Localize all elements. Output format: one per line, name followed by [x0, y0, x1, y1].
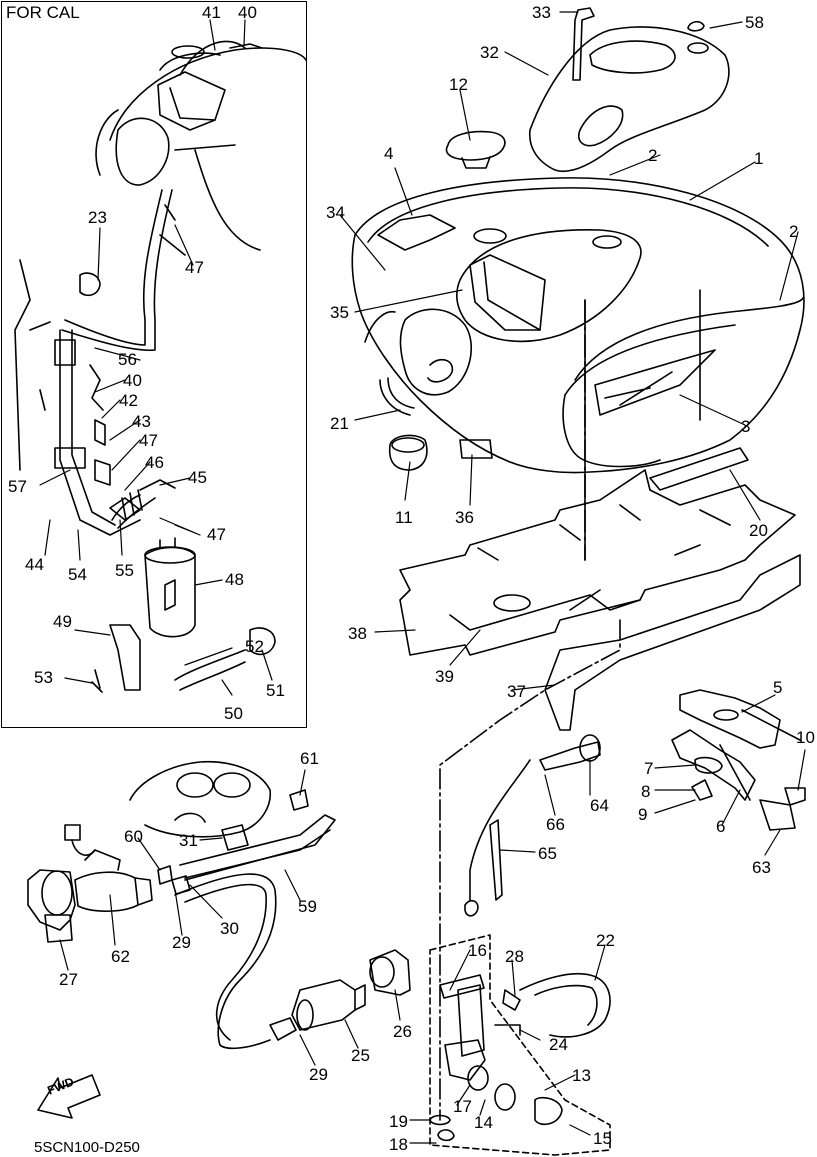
california-inset-frame [1, 1, 307, 728]
callout-47-lower: 47 [207, 525, 226, 544]
callout-21: 21 [330, 414, 349, 433]
callout-24: 24 [549, 1035, 568, 1054]
callout-61: 61 [300, 749, 319, 768]
grommet-and-breather [379, 377, 428, 471]
callout-12: 12 [449, 75, 468, 94]
callout-47-upper: 47 [185, 258, 204, 277]
diagram-code: 5SCN100-D250 [34, 1139, 140, 1156]
callout-30: 30 [220, 919, 239, 938]
callout-leader-lines [39, 11, 806, 1144]
callout-23: 23 [88, 208, 107, 227]
callout-52: 52 [245, 637, 264, 656]
callout-37: 37 [507, 682, 526, 701]
callout-33: 33 [532, 3, 551, 22]
callout-45: 45 [188, 468, 207, 487]
tank-cover-and-cap [445, 7, 730, 172]
callout-26: 26 [393, 1022, 412, 1041]
callout-57: 57 [8, 477, 27, 496]
fuel-cock-assembly [429, 619, 621, 1156]
callout-14: 14 [474, 1113, 493, 1132]
callout-11: 11 [395, 508, 413, 527]
callout-55: 55 [115, 561, 134, 580]
callout-29-lower: 29 [309, 1065, 328, 1084]
callout-3: 3 [741, 417, 751, 436]
rear-mount-bracket [671, 689, 806, 831]
callout-29-upper: 29 [172, 933, 191, 952]
callout-62: 62 [111, 947, 130, 966]
callout-15: 15 [593, 1129, 612, 1148]
callout-47-mid: 47 [139, 431, 158, 450]
callout-5: 5 [773, 678, 783, 697]
callout-7: 7 [644, 759, 654, 778]
callout-25: 25 [351, 1046, 370, 1065]
callout-17: 17 [453, 1097, 472, 1116]
fuel-pump-lines-illustration [27, 760, 411, 1050]
callout-28: 28 [505, 947, 524, 966]
callout-64: 64 [590, 796, 609, 815]
callout-18: 18 [389, 1135, 408, 1154]
callout-20: 20 [749, 521, 768, 540]
fuel-tank-illustration [351, 177, 805, 561]
callout-8: 8 [641, 782, 651, 801]
callout-22: 22 [596, 931, 615, 950]
callout-46: 46 [145, 453, 164, 472]
callout-4: 4 [384, 144, 394, 163]
callout-19: 19 [389, 1112, 408, 1131]
callout-2-lower: 2 [789, 222, 799, 241]
callout-34: 34 [326, 203, 345, 222]
callout-58: 58 [745, 13, 764, 32]
callout-32: 32 [480, 43, 499, 62]
callout-36: 36 [455, 508, 474, 527]
callout-50: 50 [224, 704, 243, 723]
lower-plates-illustration [399, 439, 801, 731]
callout-38: 38 [348, 624, 367, 643]
callout-31: 31 [179, 831, 198, 850]
callout-2-upper: 2 [648, 146, 658, 165]
inset-evap-system-illustration [14, 40, 307, 693]
callout-9: 9 [638, 805, 648, 824]
callout-63: 63 [752, 858, 771, 877]
callout-1: 1 [754, 149, 764, 168]
inset-title: FOR CAL [6, 3, 80, 22]
callout-60: 60 [124, 827, 143, 846]
callout-66: 66 [546, 815, 565, 834]
callout-48: 48 [225, 570, 244, 589]
callout-39: 39 [435, 667, 454, 686]
callout-53: 53 [34, 668, 53, 687]
callout-6: 6 [716, 817, 726, 836]
callout-42: 42 [119, 391, 138, 410]
forward-arrow-icon [37, 1074, 101, 1119]
callout-13: 13 [572, 1066, 591, 1085]
callout-65: 65 [538, 844, 557, 863]
callout-41: 41 [202, 3, 221, 22]
callout-27: 27 [59, 970, 78, 989]
callout-16: 16 [468, 941, 487, 960]
callout-54: 54 [68, 565, 87, 584]
callout-40-inset: 40 [123, 371, 142, 390]
callout-56: 56 [118, 350, 137, 369]
callout-51: 51 [266, 681, 285, 700]
callout-44: 44 [25, 555, 44, 574]
callout-43: 43 [132, 412, 151, 431]
callout-49: 49 [53, 612, 72, 631]
callout-35: 35 [330, 303, 349, 322]
callout-59: 59 [298, 897, 317, 916]
callout-40: 40 [238, 3, 257, 22]
callout-10: 10 [796, 728, 815, 747]
